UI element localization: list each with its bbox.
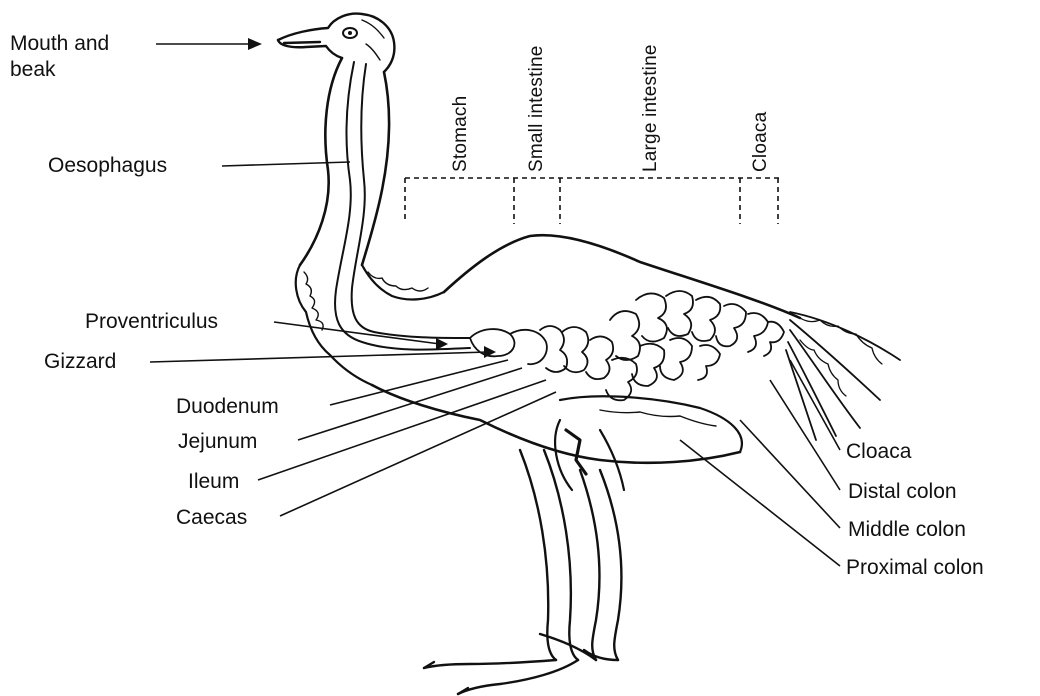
caecas-pointer — [280, 392, 556, 516]
tail-feathers — [786, 312, 900, 440]
label-ileum: Ileum — [188, 470, 239, 494]
middle-pointer — [740, 420, 840, 528]
segment-brackets — [405, 178, 780, 224]
label-caecas: Caecas — [176, 506, 247, 530]
duodenum-pointer — [330, 360, 508, 405]
label-mouth-line1: Mouth and — [10, 32, 109, 56]
intestine-coils — [470, 291, 784, 400]
label-distal-colon: Distal colon — [848, 480, 957, 504]
label-middle-colon: Middle colon — [848, 518, 966, 542]
mouth-arrowhead — [248, 38, 262, 50]
label-proximal-colon: Proximal colon — [846, 556, 984, 580]
label-proventriculus: Proventriculus — [85, 310, 218, 334]
gizzard-pointer — [150, 352, 488, 362]
ostrich-head — [278, 14, 394, 72]
distal-pointer — [770, 380, 840, 490]
neck-feather-ruff — [296, 265, 444, 385]
segment-label-small-intestine: Small intestine — [526, 45, 548, 172]
label-mouth-and-beak: Mouth and beak — [10, 32, 109, 82]
label-jejunum: Jejunum — [178, 430, 257, 454]
label-mouth-line2: beak — [10, 58, 109, 82]
pointer-lines — [150, 38, 840, 566]
oesophagus-pointer — [222, 162, 350, 166]
label-duodenum: Duodenum — [176, 395, 279, 419]
label-gizzard: Gizzard — [44, 350, 116, 374]
segment-label-stomach: Stomach — [450, 96, 472, 172]
ostrich-neck — [300, 58, 470, 350]
segment-label-large-intestine: Large intestine — [640, 44, 662, 172]
ostrich-legs — [424, 450, 621, 694]
label-oesophagus: Oesophagus — [48, 154, 167, 178]
label-cloaca: Cloaca — [846, 440, 911, 464]
segment-label-cloaca: Cloaca — [750, 112, 772, 172]
